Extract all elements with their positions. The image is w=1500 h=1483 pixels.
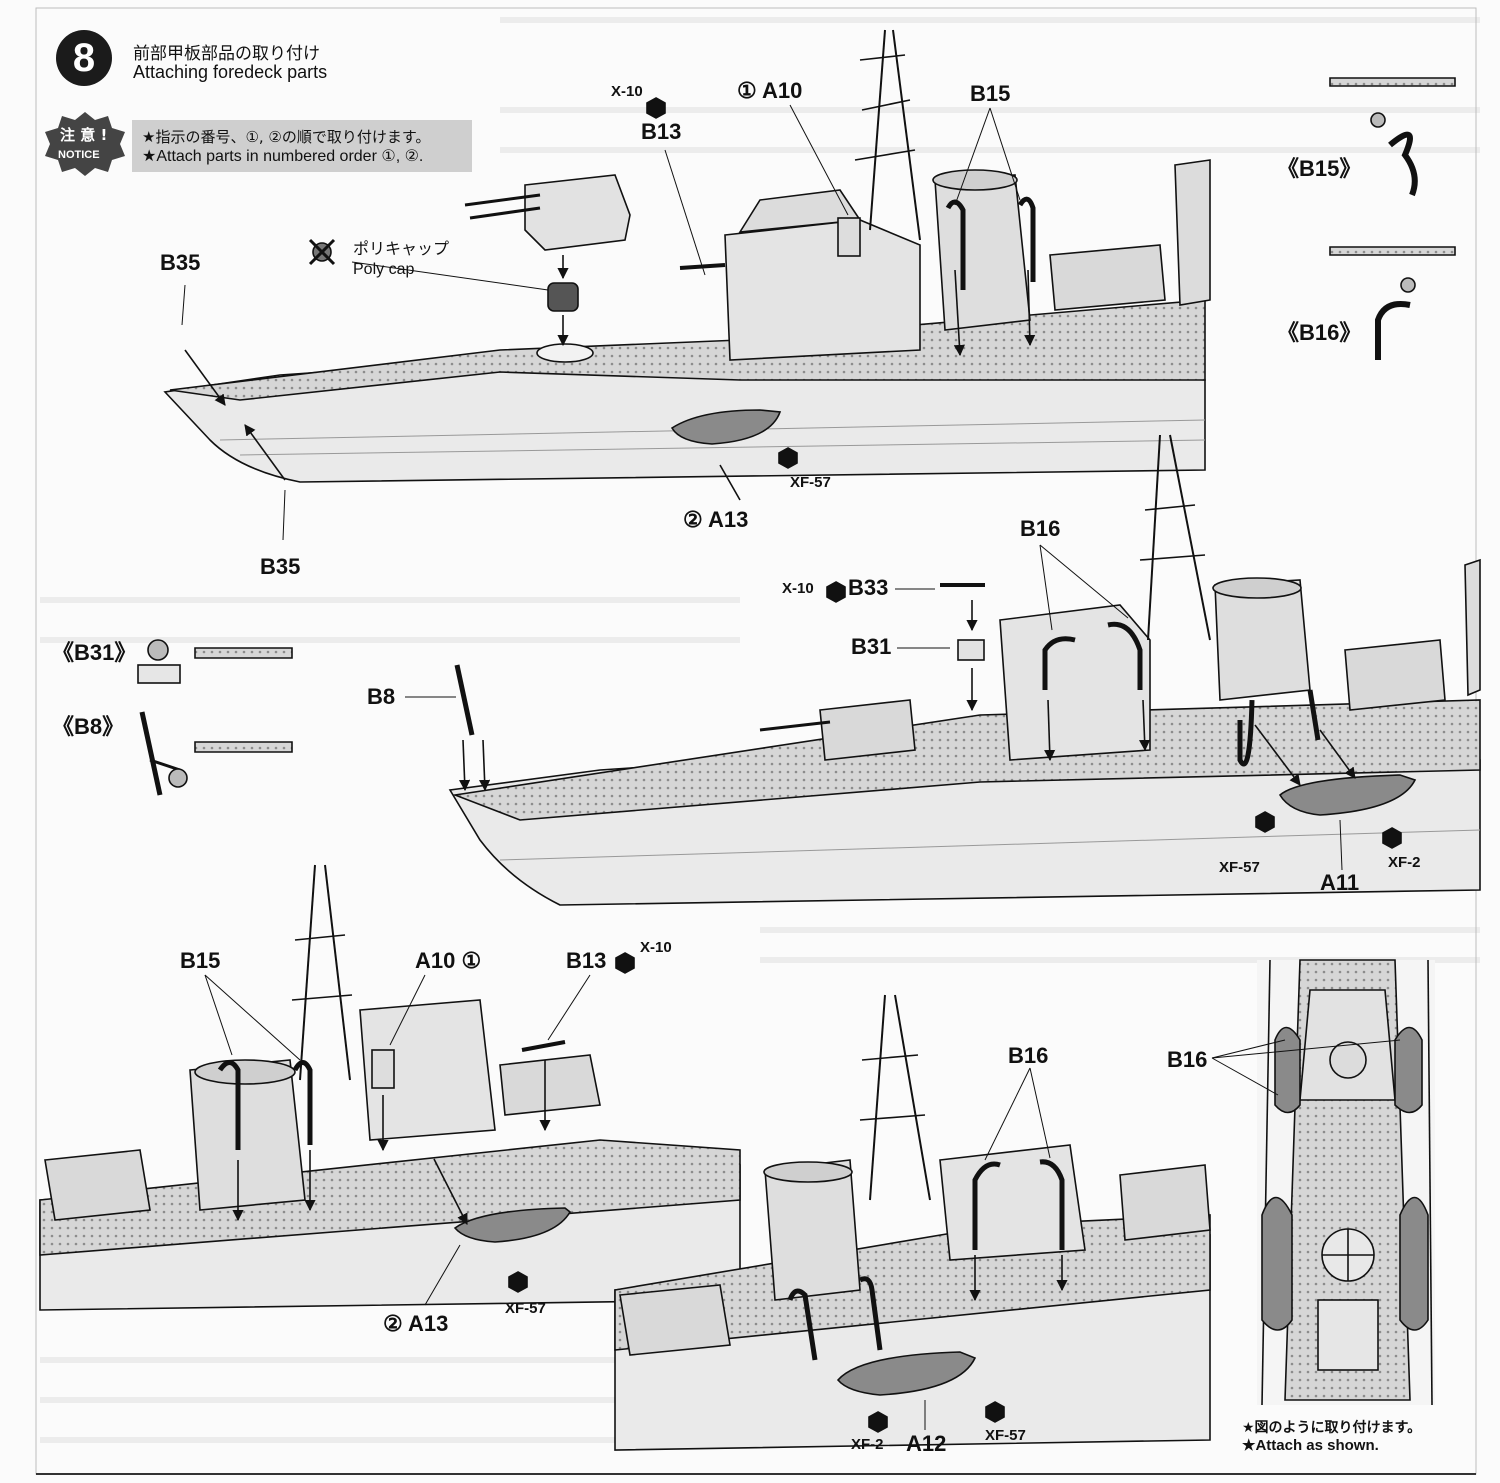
v4-b16-label: B16	[1008, 1043, 1049, 1068]
v5-note-jp: ★図のように取り付けます。	[1242, 1420, 1422, 1436]
v3-a13-label: ② A13	[383, 1311, 449, 1336]
polycap-icon	[308, 238, 336, 266]
v1-a10-label: ① A10	[737, 78, 803, 103]
notice-badge-en: NOTICE	[58, 149, 100, 161]
view4-ship	[614, 994, 1211, 1451]
detail-right	[1329, 77, 1456, 360]
v2-xf2-label: XF-2	[1388, 854, 1421, 871]
view1-ship	[163, 29, 1211, 541]
notice-text-en: ★Attach parts in numbered order ①, ②.	[142, 148, 424, 165]
v2-xf57-label: XF-57	[1219, 859, 1260, 876]
view2-ship	[405, 434, 1481, 906]
v1-b35-bottom-label: B35	[260, 554, 301, 579]
detail-b15-label: 《B15》	[1277, 156, 1362, 181]
v2-x10-label: X-10	[782, 580, 814, 597]
v4-a12-label: A12	[906, 1431, 947, 1456]
notice-badge-icon	[45, 112, 125, 176]
detail-b16-label: 《B16》	[1277, 320, 1362, 345]
v5-note-en: ★Attach as shown.	[1242, 1437, 1379, 1454]
step-title-en: Attaching foredeck parts	[133, 62, 328, 82]
detail-b8-label: 《B8》	[52, 714, 125, 739]
v1-b13-label: B13	[641, 119, 682, 144]
step-number-badge: 8	[56, 30, 112, 86]
view3-ship	[39, 864, 741, 1311]
detail-b31-label: 《B31》	[52, 640, 137, 665]
v3-xf57-label: XF-57	[505, 1300, 546, 1317]
v2-b31-label: B31	[851, 634, 892, 659]
v4-xf2-label: XF-2	[851, 1436, 884, 1453]
v3-x10-label: X-10	[640, 939, 672, 956]
v3-b15-label: B15	[180, 948, 221, 973]
v1-x10-label: X-10	[611, 83, 643, 100]
v1-xf57-label: XF-57	[790, 474, 831, 491]
notice-box	[132, 120, 472, 172]
v1-b15-label: B15	[970, 81, 1011, 106]
v2-b8-label: B8	[367, 684, 396, 709]
v3-a10-label: A10 ①	[415, 948, 482, 973]
notice-text-jp: ★指示の番号、①, ②の順で取り付けます。	[142, 128, 431, 146]
v4-xf57-label: XF-57	[985, 1427, 1026, 1444]
v2-a11-label: A11	[1320, 870, 1360, 895]
v3-b13-label: B13	[566, 948, 607, 973]
notice-badge-jp: 注 意 !	[60, 126, 108, 144]
v2-b33-label: B33	[848, 575, 889, 600]
v2-b16-label: B16	[1020, 516, 1061, 541]
v1-a13-label: ② A13	[683, 507, 749, 532]
polycap-label-jp: ポリキャップ	[353, 239, 450, 258]
v5-b16-label: B16	[1167, 1047, 1208, 1072]
step-title-jp: 前部甲板部品の取り付け	[133, 44, 320, 64]
detail-left	[137, 639, 293, 796]
view5-topdown	[1211, 959, 1435, 1406]
v1-b35-top-label: B35	[160, 250, 201, 275]
polycap-label-en: Poly cap	[353, 261, 415, 278]
